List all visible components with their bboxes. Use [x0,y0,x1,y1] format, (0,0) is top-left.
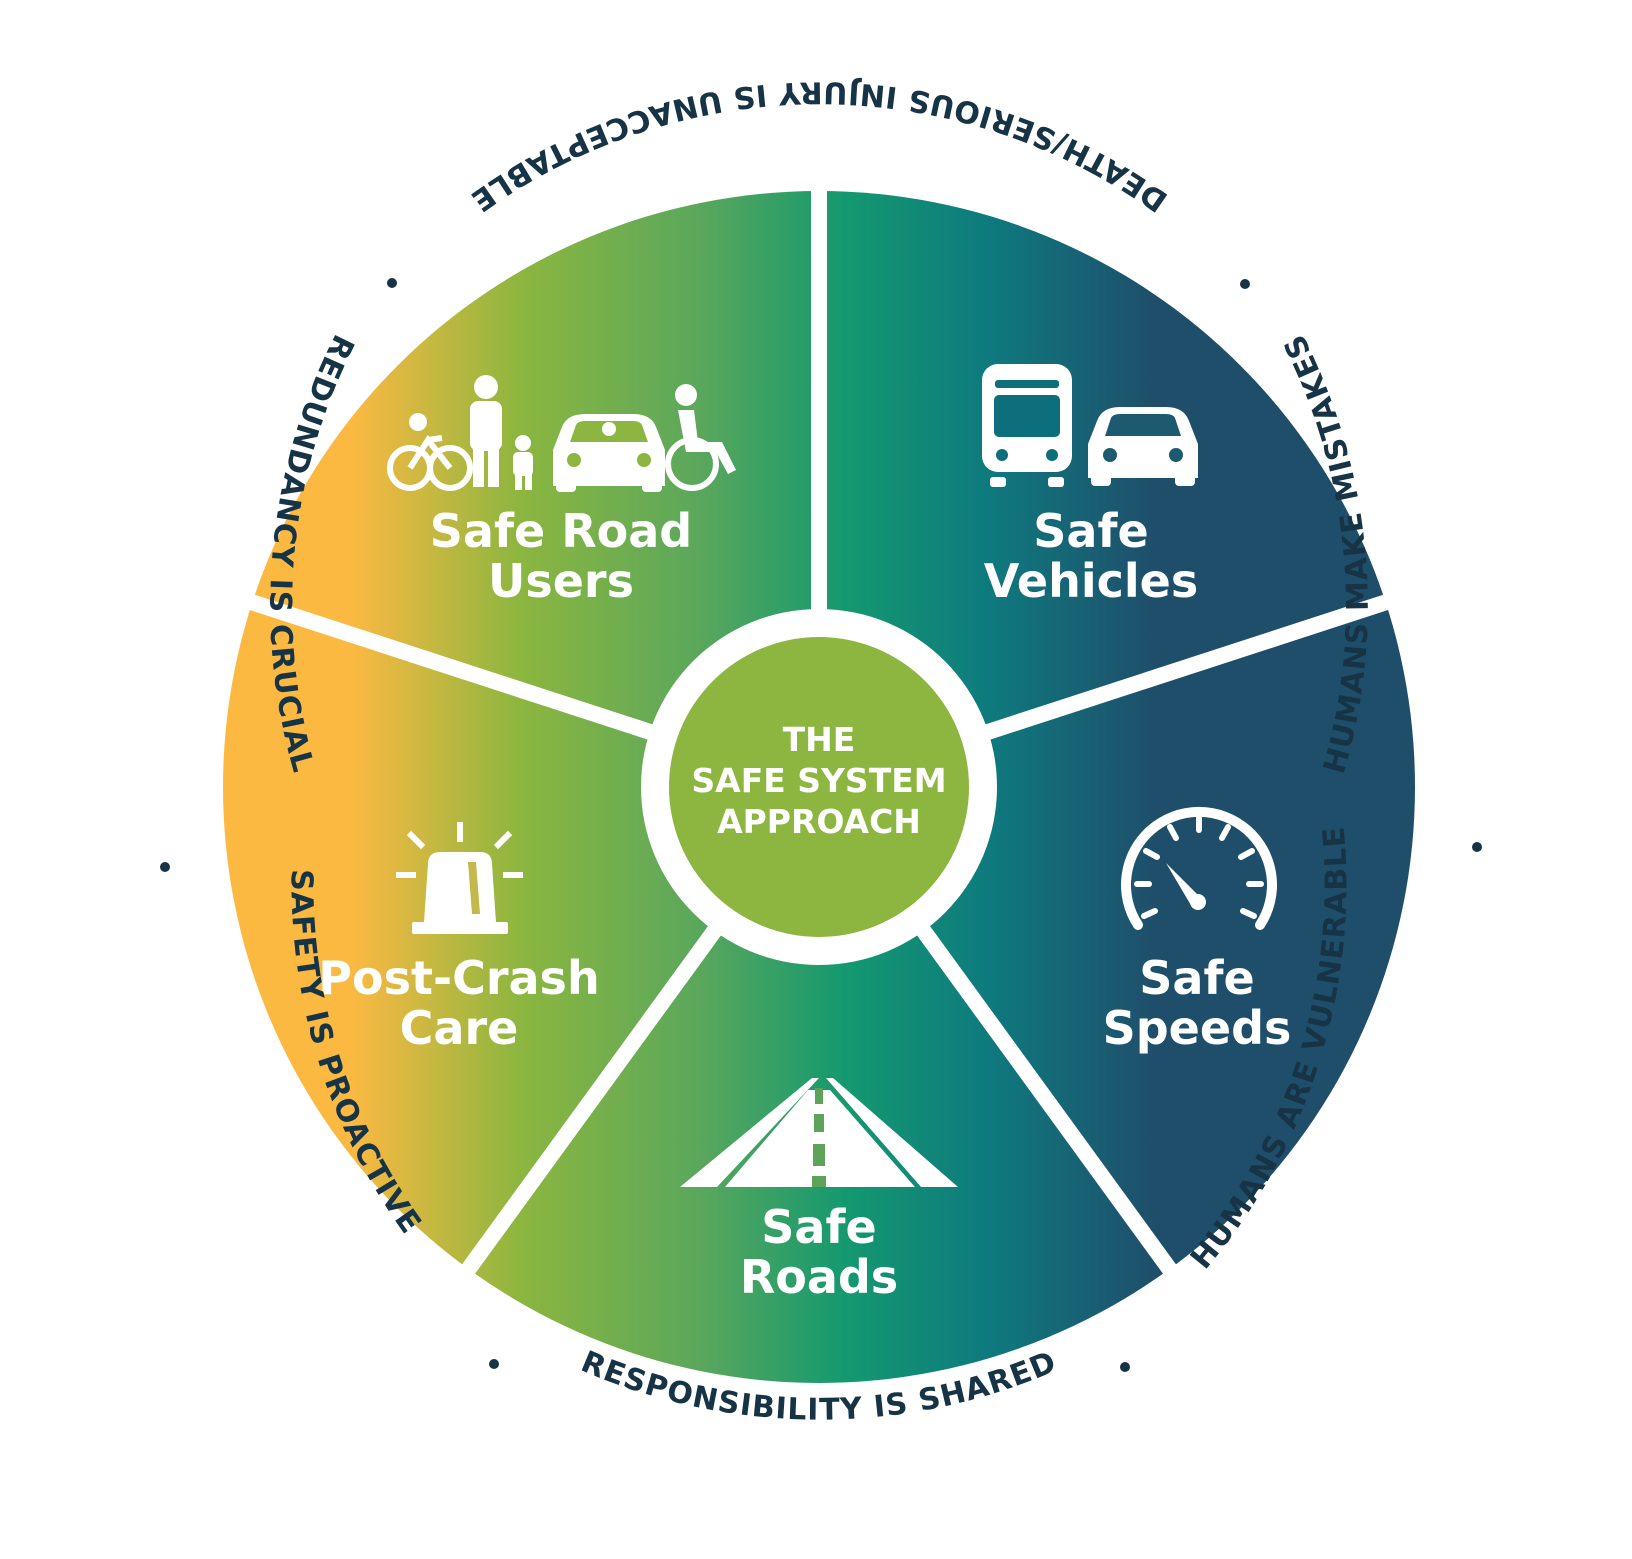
bus-car-icon [982,364,1198,487]
segment-label-line2: Vehicles [984,554,1198,608]
segment-safe-road-users: Safe Road Users [387,375,736,608]
center-title-line2: SAFE SYSTEM [691,761,946,800]
segment-safe-vehicles: Safe Vehicles [982,364,1198,608]
segment-dividers [239,180,1399,1283]
separator-dot [1472,842,1482,852]
bus-icon [982,364,1072,487]
wheelchair-icon [665,384,736,491]
center-title-line3: APPROACH [717,802,921,841]
center-hub [669,637,969,937]
separator-dot [1240,279,1250,289]
child-icon [515,435,531,451]
segment-label-line1: Post-Crash [318,951,599,1005]
car-with-driver-icon [553,414,665,492]
separator-dot [387,278,397,288]
segment-label-line2: Users [488,554,634,608]
segment-label-line1: Safe [761,1200,876,1254]
siren-light-icon [396,822,523,934]
cyclist-icon [387,434,473,491]
segment-label-line2: Roads [740,1250,898,1304]
center-title-line1: THE [783,720,856,759]
segment-post-crash-care: Post-Crash Care [318,822,600,1055]
segment-label-line2: Speeds [1103,1001,1292,1055]
road-users-icon [387,375,736,492]
principle-separator-dots [160,278,1482,1372]
segment-label-line1: Safe [1033,504,1148,558]
road-icon [680,1078,958,1187]
pedestrian-icon [474,375,498,399]
segment-safe-speeds: Safe Speeds [1103,806,1292,1055]
speedometer-icon [1121,806,1277,930]
separator-dot [1120,1362,1130,1372]
separator-dot [160,862,170,872]
car-icon [1088,407,1198,486]
segment-label-line1: Safe Road [430,504,692,558]
separator-dot [489,1359,499,1369]
segment-label-line2: Care [400,1001,519,1055]
segment-label-line1: Safe [1139,951,1254,1005]
segment-safe-roads: Safe Roads [680,1078,958,1304]
